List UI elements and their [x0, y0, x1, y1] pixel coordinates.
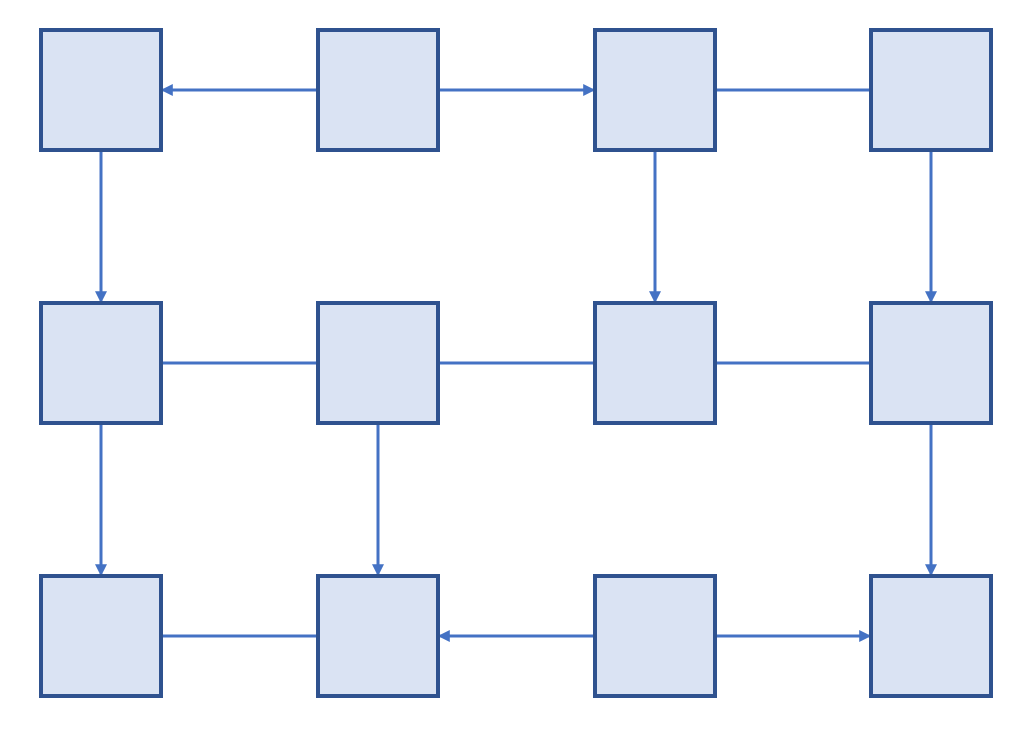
node-box-n-2-2 — [593, 574, 717, 698]
node-box-n-0-1 — [316, 28, 440, 152]
node-box-n-2-3 — [869, 574, 993, 698]
node-box-n-1-0 — [39, 301, 163, 425]
node-box-n-0-0 — [39, 28, 163, 152]
node-box-n-1-2 — [593, 301, 717, 425]
node-box-n-1-1 — [316, 301, 440, 425]
node-box-n-1-3 — [869, 301, 993, 425]
node-box-n-0-2 — [593, 28, 717, 152]
nodes-layer — [39, 28, 993, 698]
node-box-n-2-0 — [39, 574, 163, 698]
node-box-n-2-1 — [316, 574, 440, 698]
edges-layer — [95, 84, 937, 642]
node-box-n-0-3 — [869, 28, 993, 152]
